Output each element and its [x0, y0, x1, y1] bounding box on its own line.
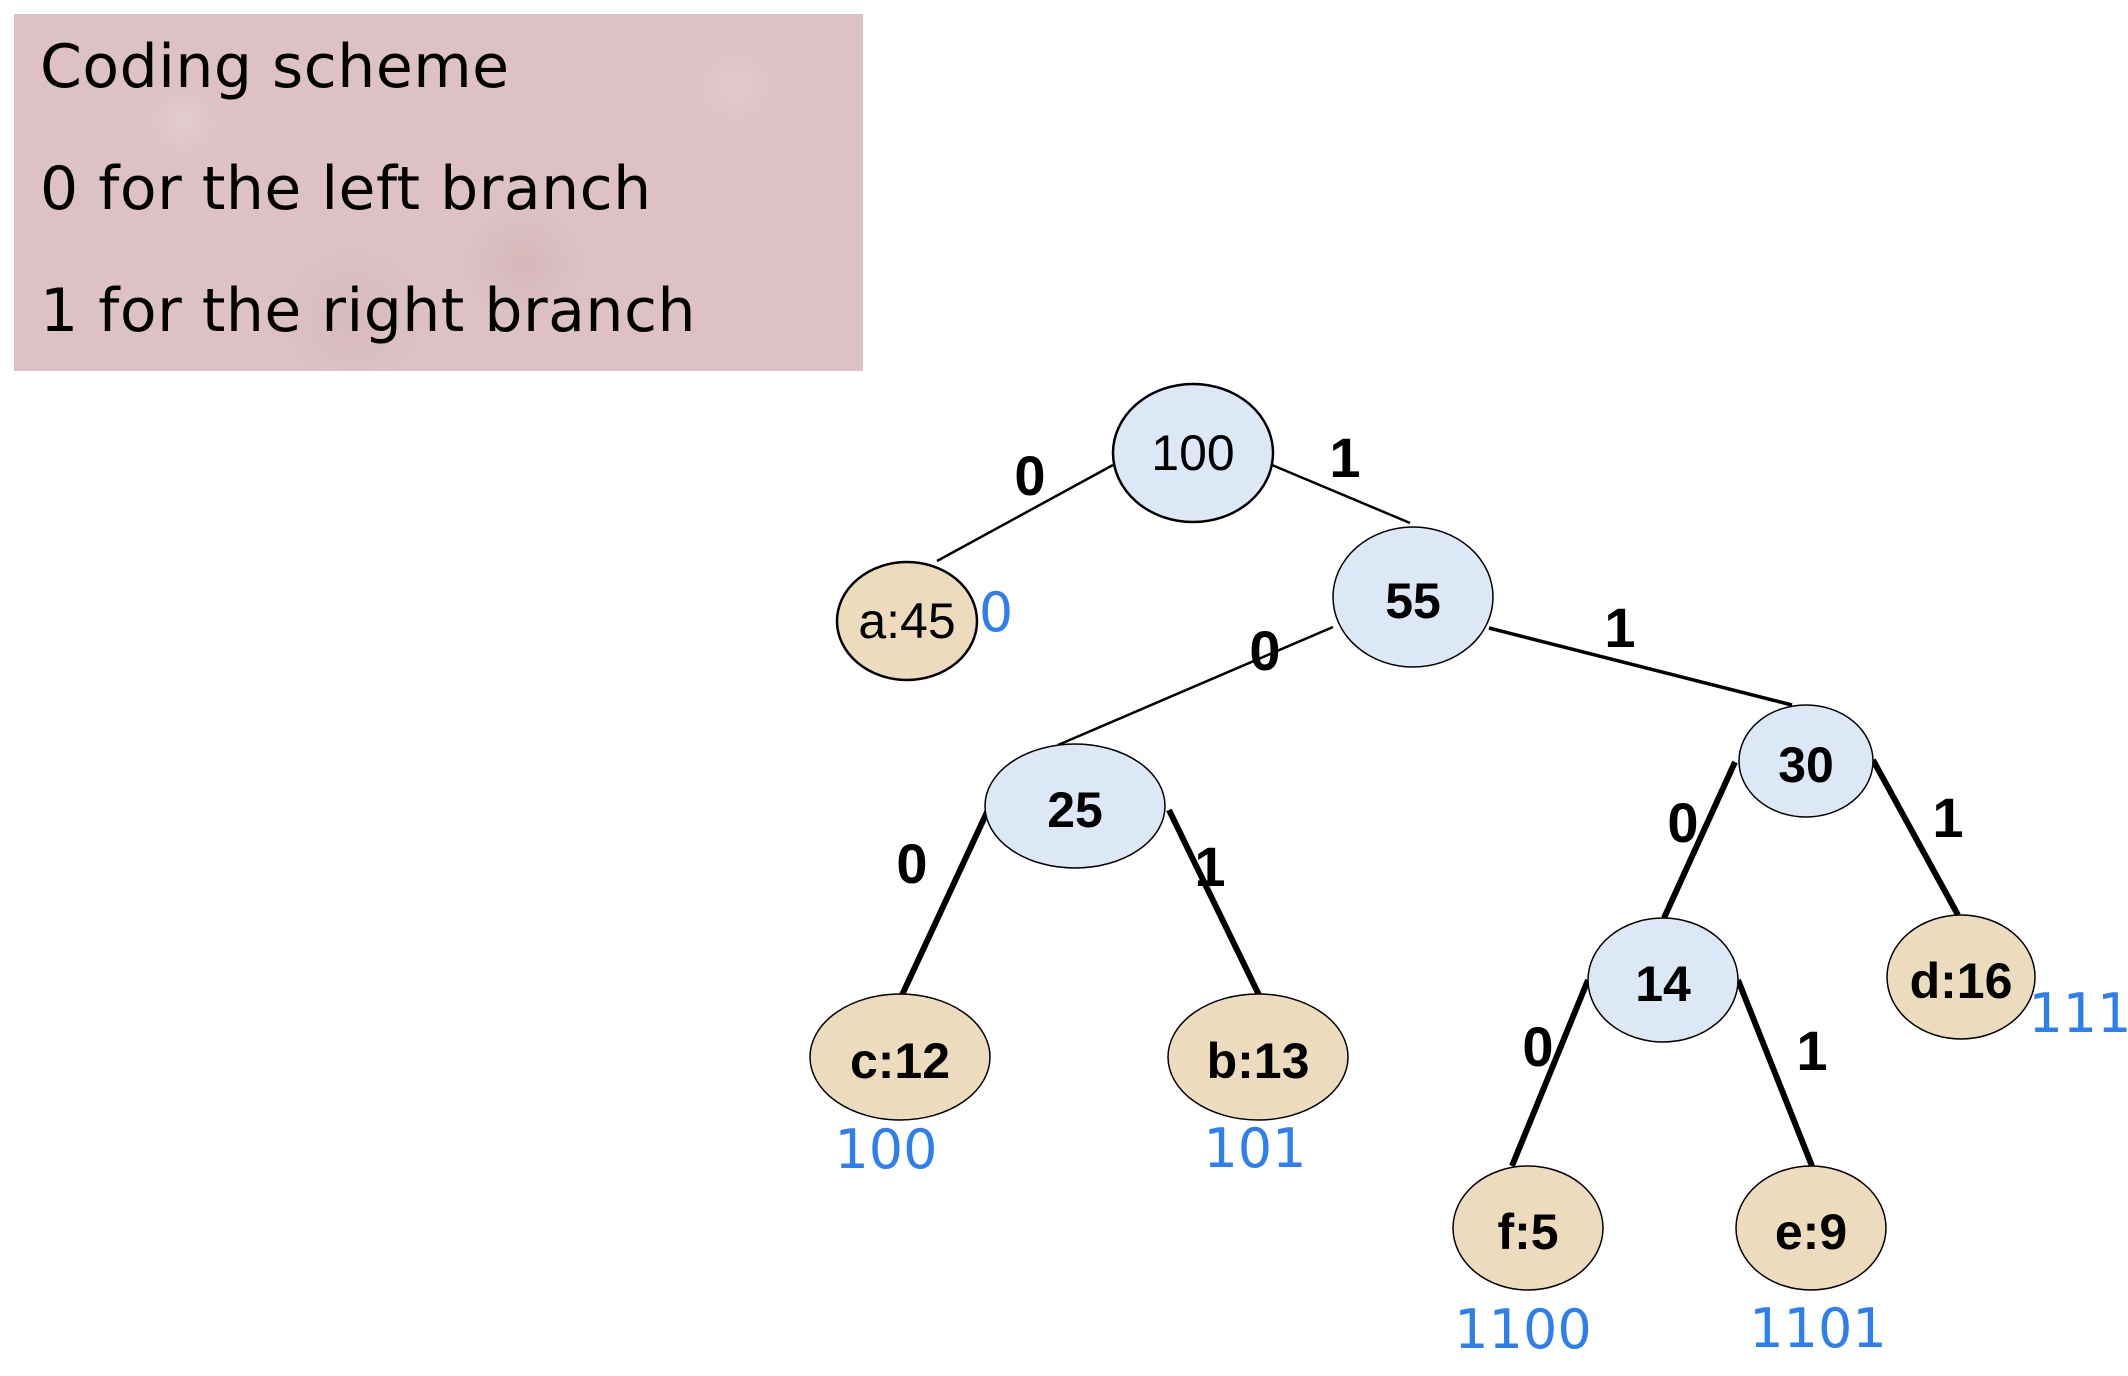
- node-ellipse: [1735, 1165, 1887, 1291]
- handwritten-code-b: 101: [1203, 1117, 1306, 1180]
- node-label: 25: [1047, 782, 1103, 838]
- edge-n14-e: [1735, 978, 1815, 1168]
- node-label: e:9: [1775, 1204, 1847, 1260]
- edge-n14-f: [1509, 978, 1591, 1168]
- internal-node-n55: 55: [1332, 526, 1494, 668]
- edge-n25-b: [1166, 808, 1262, 997]
- legend-title: Coding scheme: [40, 32, 510, 102]
- node-ellipse: [1738, 704, 1874, 818]
- node-ellipse: [1452, 1165, 1604, 1291]
- edge-bit-label-n25-c: 0: [896, 832, 927, 895]
- legend-left-branch-rule: 0 for the left branch: [40, 154, 652, 224]
- leaf-node-a: a:45: [835, 560, 979, 682]
- node-label: 14: [1635, 956, 1691, 1012]
- edge-bit-label-n100-n55: 1: [1329, 426, 1360, 489]
- node-ellipse: [809, 993, 991, 1121]
- edge-n30-n14: [1661, 760, 1738, 920]
- node-ellipse: [1587, 917, 1739, 1043]
- edge-bit-label-n55-n30: 1: [1604, 596, 1635, 659]
- legend-right-branch-rule: 1 for the right branch: [40, 276, 696, 346]
- edge-n55-n30: [1488, 626, 1793, 707]
- handwritten-code-c: 100: [834, 1118, 937, 1181]
- edges-layer: [899, 463, 1961, 1168]
- node-label: a:45: [858, 593, 955, 649]
- edge-bit-label-n14-f: 0: [1522, 1015, 1553, 1078]
- internal-node-n14: 14: [1587, 917, 1739, 1043]
- node-ellipse: [1167, 993, 1349, 1121]
- edge-labels-layer: 0 1 0 1 0 1 0 1 0 1: [896, 426, 1963, 1082]
- handwritten-code-e: 1101: [1749, 1297, 1886, 1360]
- node-ellipse: [1886, 914, 2036, 1040]
- node-label: b:13: [1207, 1033, 1310, 1089]
- internal-node-n100: 100: [1111, 382, 1275, 524]
- node-label: c:12: [850, 1033, 950, 1089]
- edge-n55-n25: [1057, 625, 1334, 747]
- edge-bit-label-n30-n14: 0: [1667, 791, 1698, 854]
- handwritten-code-f: 1100: [1454, 1298, 1591, 1361]
- edge-bit-label-n30-d: 1: [1932, 786, 1963, 849]
- internal-node-n25: 25: [984, 743, 1166, 869]
- handwritten-code-d: 111: [2028, 982, 2128, 1045]
- leaf-node-e: e:9: [1735, 1165, 1887, 1291]
- node-ellipse: [1332, 526, 1494, 668]
- leaf-node-f: f:5: [1452, 1165, 1604, 1291]
- edge-n100-a: [936, 463, 1114, 563]
- leaf-node-c: c:12: [809, 993, 991, 1121]
- edge-n100-n55: [1271, 463, 1411, 525]
- edge-n30-d: [1870, 758, 1961, 917]
- node-ellipse: [1111, 382, 1275, 524]
- node-ellipse: [835, 560, 979, 682]
- edge-bit-label-n100-a: 0: [1014, 444, 1045, 507]
- edge-bit-label-n25-b: 1: [1194, 835, 1225, 898]
- leaf-node-b: b:13: [1167, 993, 1349, 1121]
- coding-scheme-legend: Coding scheme 0 for the left branch 1 fo…: [14, 14, 863, 371]
- node-label: 100: [1151, 425, 1234, 481]
- internal-node-n30: 30: [1738, 704, 1874, 818]
- node-label: d:16: [1910, 953, 2013, 1009]
- edge-n25-c: [899, 808, 991, 997]
- leaf-node-d: d:16: [1886, 914, 2036, 1040]
- node-label: f:5: [1497, 1204, 1558, 1260]
- edge-bit-label-n14-e: 1: [1796, 1019, 1827, 1082]
- edge-bit-label-n55-n25: 0: [1249, 619, 1280, 682]
- node-ellipse: [984, 743, 1166, 869]
- node-label: 55: [1385, 573, 1441, 629]
- node-label: 30: [1778, 737, 1834, 793]
- handwritten-code-a: 0: [979, 581, 1013, 644]
